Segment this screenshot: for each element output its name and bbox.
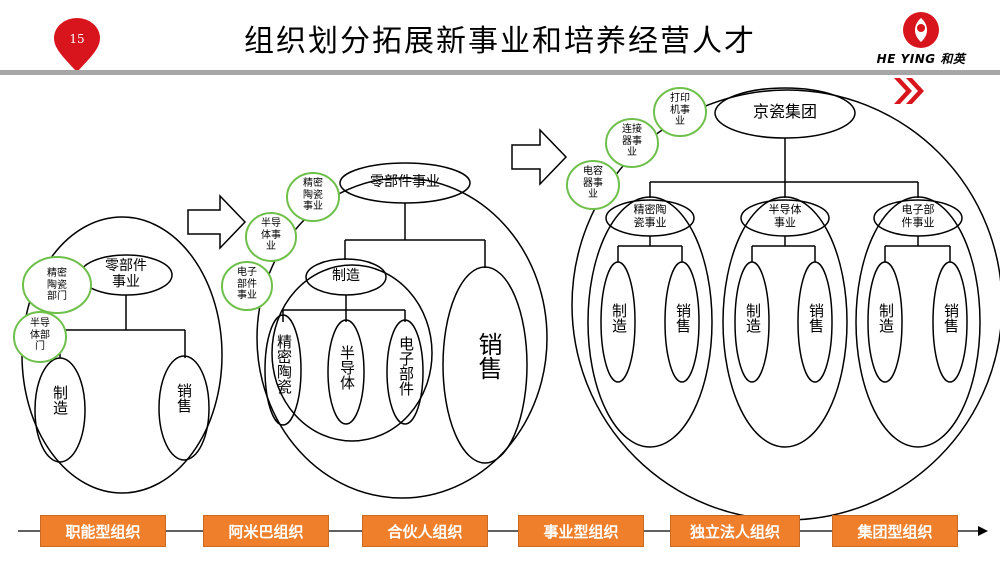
timeline-arrowhead-icon [978, 526, 988, 536]
stage2-sales-label: 销售 [474, 332, 502, 380]
stage3-head-label: 京瓷集团 [752, 102, 817, 121]
stage1-head-label: 零部件 事业 [105, 258, 147, 291]
stage3-connectors [649, 138, 919, 198]
stage2-dept-label: 精密 陶瓷 事业 [303, 178, 323, 212]
header-divider [0, 70, 1000, 75]
stage1-unit-sales [158, 355, 210, 461]
stage3-unit-label: 制造 [610, 303, 628, 333]
stage2-mfg-connectors [282, 295, 406, 322]
stage1-unit-mfg [34, 357, 86, 463]
stage1-unit-label: 制造 [51, 385, 69, 415]
heying-flower-logo-icon [903, 12, 939, 48]
stage2-mfg-group [271, 264, 433, 442]
stage3-unit-label: 销售 [674, 303, 692, 333]
stage2-dept-label: 半导 体事 业 [261, 218, 281, 252]
page-title: 组织划分拓展新事业和培养经营人才 [244, 24, 756, 59]
stage2-sub-2 [327, 319, 365, 425]
stage1-dept-label: 精密 陶瓷 部门 [47, 268, 67, 302]
stage1-dept-label: 半导 体部 门 [30, 318, 50, 352]
page-number-badge: 15 [52, 16, 102, 74]
stage3-division-label: 电子部 件事业 [901, 203, 935, 229]
arrow-right-icon [187, 194, 247, 250]
map-pin-icon [54, 18, 100, 72]
stage3-unit-connectors [617, 236, 951, 262]
stage-box: 合伙人组织 [362, 515, 488, 547]
stage2-sub-label: 电子部件 [397, 336, 415, 396]
stage2-dept-label: 电子 部件 事业 [237, 267, 257, 301]
stage-box: 职能型组织 [40, 515, 166, 547]
stage1-unit-label: 销售 [175, 383, 193, 413]
stage3-unit-label: 制造 [877, 303, 895, 333]
stage3-division-label: 精密陶 瓷事业 [633, 203, 667, 229]
stage3-biz-label: 连接 器事 业 [622, 124, 642, 158]
stage2-connectors [344, 203, 486, 268]
stage2-outline [256, 177, 548, 499]
stage3-division-3 [855, 196, 981, 448]
stage2-sub-1 [264, 314, 302, 426]
stage3-unit-label: 销售 [807, 303, 825, 333]
stage-box: 独立法人组织 [670, 515, 800, 547]
double-chevron-right-icon[interactable] [890, 76, 926, 110]
stage2-sales-node [442, 266, 528, 464]
arrow-right-icon [511, 128, 568, 186]
stage3-biz-label: 电容 器事 业 [583, 166, 603, 200]
stage-box: 集团型组织 [832, 515, 958, 547]
stage-box: 事业型组织 [518, 515, 644, 547]
stage2-sub-label: 精密陶瓷 [275, 334, 293, 394]
stage3-unit-label: 销售 [942, 303, 960, 333]
page-number: 15 [69, 32, 85, 46]
stage3-division-label: 半导体 事业 [768, 203, 802, 229]
stage3-division-1 [587, 196, 713, 448]
stage3-division-2 [722, 196, 848, 448]
stage2-head-label: 零部件事业 [370, 174, 440, 190]
company-logo: HE YING 和英 [862, 8, 980, 68]
stage-box: 阿米巴组织 [203, 515, 329, 547]
stage2-mfg-label: 制造 [332, 268, 360, 284]
stage3-biz-label: 打印 机事 业 [670, 93, 690, 127]
stage3-unit-label: 制造 [744, 303, 762, 333]
stage2-sub-3 [386, 319, 424, 425]
logo-text: HE YING 和英 [876, 52, 966, 66]
stage2-sub-label: 半导体 [338, 345, 356, 390]
stage1-connectors [59, 295, 186, 358]
